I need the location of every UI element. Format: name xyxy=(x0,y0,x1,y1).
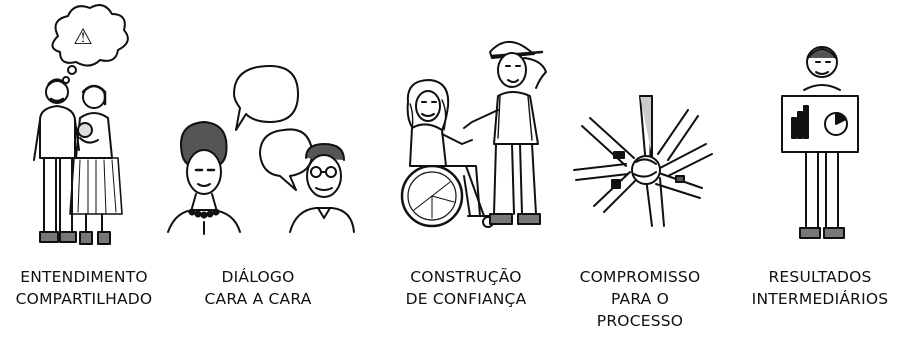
caption-line: DIÁLOGO xyxy=(221,268,295,286)
caption-intermediate-results: RESULTADOS INTERMEDIÁRIOS xyxy=(752,266,889,310)
caption-line: PARA O xyxy=(610,290,670,308)
caption-trust-building: CONSTRUÇÃO DE CONFIANÇA xyxy=(406,266,527,310)
speech-bubble-left xyxy=(233,65,299,131)
caption-line: DE CONFIANÇA xyxy=(405,290,527,308)
caption-line: PROCESSO xyxy=(596,312,684,330)
caption-line: CARA A CARA xyxy=(204,290,312,308)
caption-line: RESULTADOS xyxy=(768,268,872,286)
commitment-illustration xyxy=(573,95,713,227)
face-to-face-dialogue-illustration xyxy=(167,65,355,235)
caption-line: INTERMEDIÁRIOS xyxy=(751,290,889,308)
warning-icon: ⚠ xyxy=(73,25,93,50)
caption-face-to-face-dialogue: DIÁLOGO CARA A CARA xyxy=(205,266,312,310)
caption-line: COMPARTILHADO xyxy=(15,290,153,308)
shared-understanding-illustration: ⚠ xyxy=(33,4,129,245)
trust-building-illustration xyxy=(400,41,547,228)
caption-line: ENTENDIMENTO xyxy=(20,268,148,286)
illustrations: ⚠ xyxy=(33,4,859,245)
caption-shared-understanding: ENTENDIMENTO COMPARTILHADO xyxy=(16,266,153,310)
caption-line: COMPROMISSO xyxy=(579,268,701,286)
intermediate-results-illustration xyxy=(781,46,859,239)
caption-line: CONSTRUÇÃO xyxy=(410,268,522,286)
thought-cloud xyxy=(51,4,129,67)
speech-bubble-right xyxy=(259,128,314,191)
caption-commitment: COMPROMISSO PARA O PROCESSO xyxy=(580,266,701,332)
